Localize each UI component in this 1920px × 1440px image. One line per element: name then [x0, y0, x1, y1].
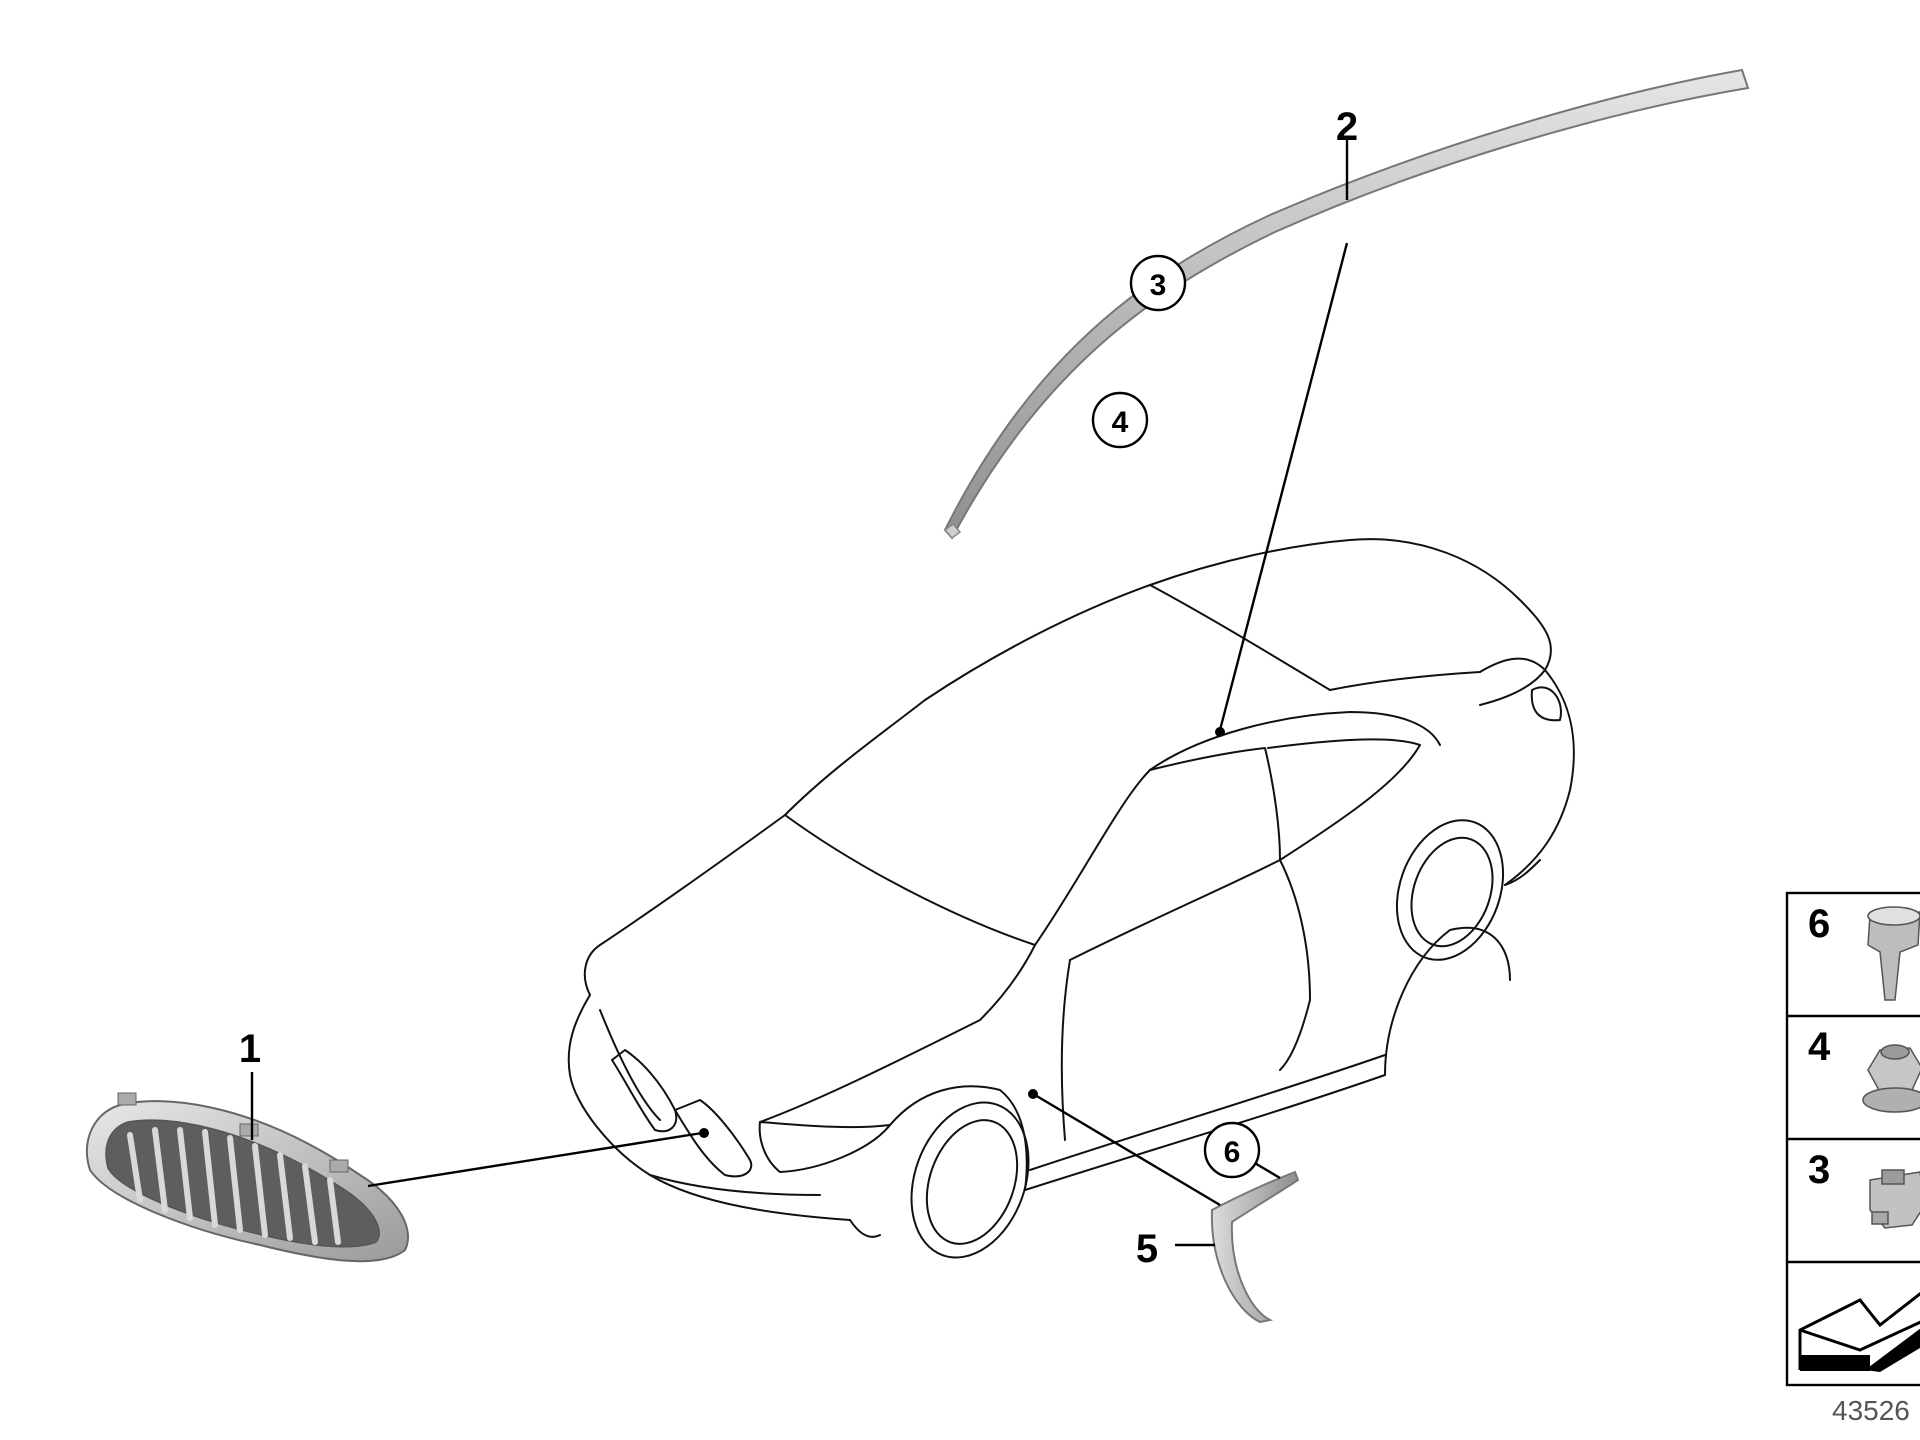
- roof-trim-part: [943, 68, 1750, 540]
- expanding-rivet-icon: [1867, 906, 1920, 1001]
- legend-label-3: 3: [1808, 1148, 1830, 1192]
- svg-text:4: 4: [1112, 406, 1129, 439]
- grille-slats: [127, 1127, 341, 1245]
- circled-callout-clip: 3: [1129, 254, 1187, 312]
- arrow-icon: [1798, 1291, 1920, 1372]
- circled-callout-nut: 4: [1091, 391, 1149, 449]
- callout-grille: 1: [239, 1027, 261, 1071]
- kidney-grille-part: [85, 1092, 409, 1263]
- leader-lines: [250, 138, 1349, 1247]
- callout-roof-trim: 2: [1336, 105, 1358, 149]
- nut-icon: [1862, 1044, 1920, 1113]
- svg-text:3: 3: [1150, 269, 1167, 302]
- legend-label-6: 6: [1808, 902, 1830, 946]
- diagram-reference-id: 43526: [1832, 1395, 1910, 1426]
- circled-callout-expanding-rivet: 6: [1203, 1121, 1261, 1179]
- car-outline: [567, 538, 1575, 1259]
- svg-text:6: 6: [1224, 1136, 1241, 1169]
- legend-label-4: 4: [1808, 1025, 1831, 1069]
- parts-legend: 6 4 3: [1785, 891, 1920, 1387]
- clip-icon: [1869, 1169, 1920, 1229]
- callout-side-trim: 5: [1136, 1227, 1158, 1271]
- side-trim-part: [1210, 1170, 1300, 1324]
